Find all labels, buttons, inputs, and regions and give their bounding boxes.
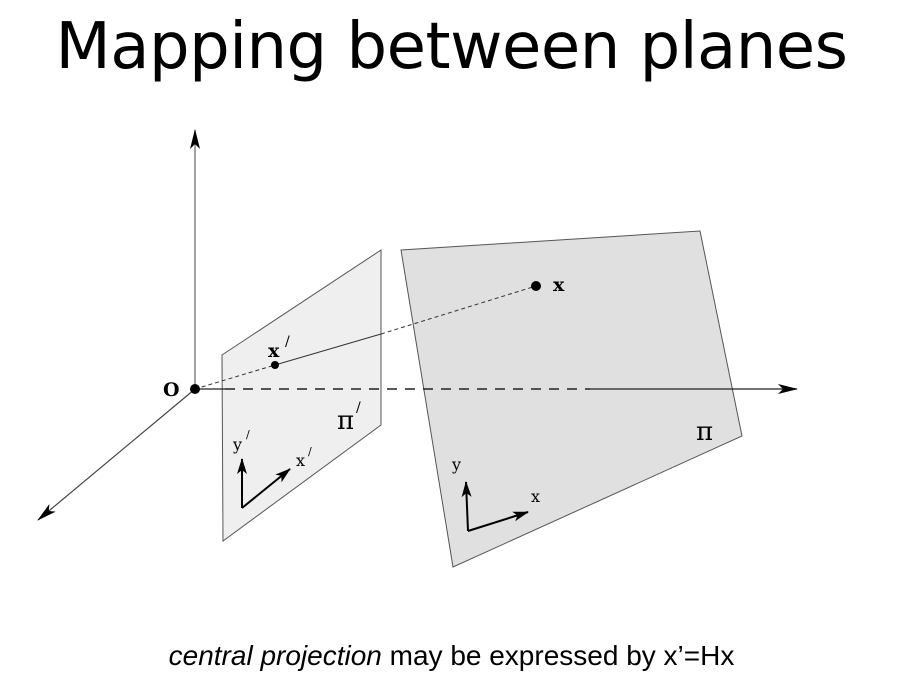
caption-italic: central projection (168, 640, 382, 671)
axis-x-prime-label: x (296, 451, 305, 470)
point-x-prime (271, 361, 279, 369)
axis-y-prime-label: y (232, 435, 242, 454)
plane-pi-prime-label: π (337, 406, 354, 436)
axis-y-prime-mark: / (246, 428, 250, 441)
projection-ray-behind (380, 285, 537, 335)
axis-x-label: x (531, 487, 540, 506)
caption: central projection may be expressed by x… (0, 636, 903, 676)
origin-label: O (163, 379, 180, 401)
plane-pi (400, 230, 743, 568)
plane-pi-prime (221, 249, 382, 542)
axis-x-prime-mark: / (308, 445, 312, 458)
caption-rest: may be expressed by x’=Hx (381, 640, 735, 671)
point-x-prime-mark: / (285, 334, 290, 350)
depth-axis (37, 388, 196, 521)
projection-ray-visible (274, 333, 382, 366)
plane-pi-prime-mark: / (356, 400, 361, 416)
plane-pi-prime-x-axis (241, 468, 291, 509)
slide-title: Mapping between planes (55, 10, 849, 84)
point-x-prime-label: x (268, 340, 280, 362)
origin-point (190, 384, 200, 394)
point-x (531, 281, 541, 291)
plane-pi-x-axis (467, 511, 529, 532)
axis-y-label: y (451, 455, 461, 474)
plane-pi-label: π (696, 417, 713, 447)
plane-pi-y-axis (461, 481, 472, 532)
point-x-label: x (553, 274, 565, 296)
